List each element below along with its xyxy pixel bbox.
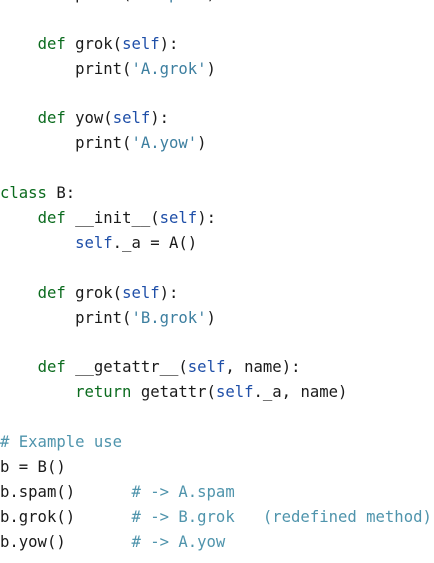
code-line: def __getattr__(self, name): xyxy=(0,355,432,380)
code-line: self._a = A() xyxy=(0,231,432,256)
code-token xyxy=(0,284,38,302)
code-token: class xyxy=(0,184,47,203)
code-token: grok( xyxy=(65,34,123,53)
code-line xyxy=(0,82,432,107)
code-token: ): xyxy=(197,209,216,228)
code-token: b = B() xyxy=(0,457,66,476)
code-token: print( xyxy=(0,308,132,327)
code-token: grok( xyxy=(65,283,123,302)
code-token: # -> A.spam xyxy=(131,482,235,501)
code-token: yow( xyxy=(65,109,113,128)
code-line: b.yow() # -> A.yow xyxy=(0,530,432,555)
code-line xyxy=(0,156,432,181)
code-line: b.spam() # -> A.spam xyxy=(0,480,432,505)
code-token: self xyxy=(75,233,113,252)
code-line: class B: xyxy=(0,181,432,206)
code-token: ) xyxy=(207,0,216,3)
code-token: def xyxy=(37,34,66,53)
code-token: # -> B.grok (redefined method) xyxy=(131,507,432,526)
code-token: self xyxy=(112,109,151,128)
code-line xyxy=(0,256,432,281)
code-token xyxy=(0,358,38,376)
code-line: # Example use xyxy=(0,430,432,455)
code-token: def xyxy=(37,358,66,377)
code-line: print('A.grok') xyxy=(0,57,432,82)
code-line: b = B() xyxy=(0,455,432,480)
code-token: 'A.grok' xyxy=(131,59,207,78)
code-token: self xyxy=(122,283,160,302)
code-token: self xyxy=(159,209,198,228)
code-token: def xyxy=(37,109,66,128)
code-token: # -> A.yow xyxy=(131,532,226,551)
code-token: ): xyxy=(159,283,179,302)
code-line: return getattr(self._a, name) xyxy=(0,380,432,405)
code-token: ) xyxy=(206,59,216,78)
code-token: ): xyxy=(159,34,179,53)
code-token: __init__( xyxy=(65,209,160,228)
code-token xyxy=(0,209,38,227)
code-line: def grok(self): xyxy=(0,32,432,57)
code-token: b.grok() xyxy=(0,507,132,526)
code-token: ._a = A() xyxy=(112,233,198,252)
code-token: ._a, name) xyxy=(253,383,348,402)
code-token xyxy=(0,35,38,53)
code-token: self xyxy=(122,34,160,53)
code-token: 'B.grok' xyxy=(131,308,207,327)
code-line: b.grok() # -> B.grok (redefined method) xyxy=(0,505,432,530)
code-line: print('A.spam') xyxy=(0,0,432,7)
code-token: print( xyxy=(0,0,131,3)
code-token: 'A.yow' xyxy=(131,134,198,153)
code-token: def xyxy=(37,283,66,302)
code-token: b.spam() xyxy=(0,482,132,501)
code-line: def yow(self): xyxy=(0,106,432,131)
code-token: self xyxy=(215,383,254,402)
code-token: __getattr__( xyxy=(65,358,188,377)
code-token: b.yow() xyxy=(0,532,132,551)
code-token: print( xyxy=(0,134,132,153)
code-line: def grok(self): xyxy=(0,281,432,306)
code-token: print( xyxy=(0,59,132,78)
code-line xyxy=(0,330,432,355)
code-token: return xyxy=(75,383,132,402)
code-token: getattr( xyxy=(131,383,216,402)
code-line: print('B.grok') xyxy=(0,306,432,331)
code-token: # Example use xyxy=(0,433,123,452)
code-line xyxy=(0,405,432,430)
code-token: ) xyxy=(206,308,216,327)
code-token: self xyxy=(187,358,226,377)
code-token: def xyxy=(37,209,66,228)
code-token: ) xyxy=(197,134,207,153)
code-token xyxy=(0,234,75,252)
code-token: 'A.spam' xyxy=(131,0,206,3)
code-line xyxy=(0,7,432,32)
code-line: print('A.yow') xyxy=(0,131,432,156)
code-token: B: xyxy=(46,184,76,203)
code-token xyxy=(0,109,38,127)
code-token: , name): xyxy=(225,358,301,377)
code-line: def __init__(self): xyxy=(0,206,432,231)
code-token xyxy=(0,383,75,401)
code-token: ): xyxy=(150,109,170,128)
